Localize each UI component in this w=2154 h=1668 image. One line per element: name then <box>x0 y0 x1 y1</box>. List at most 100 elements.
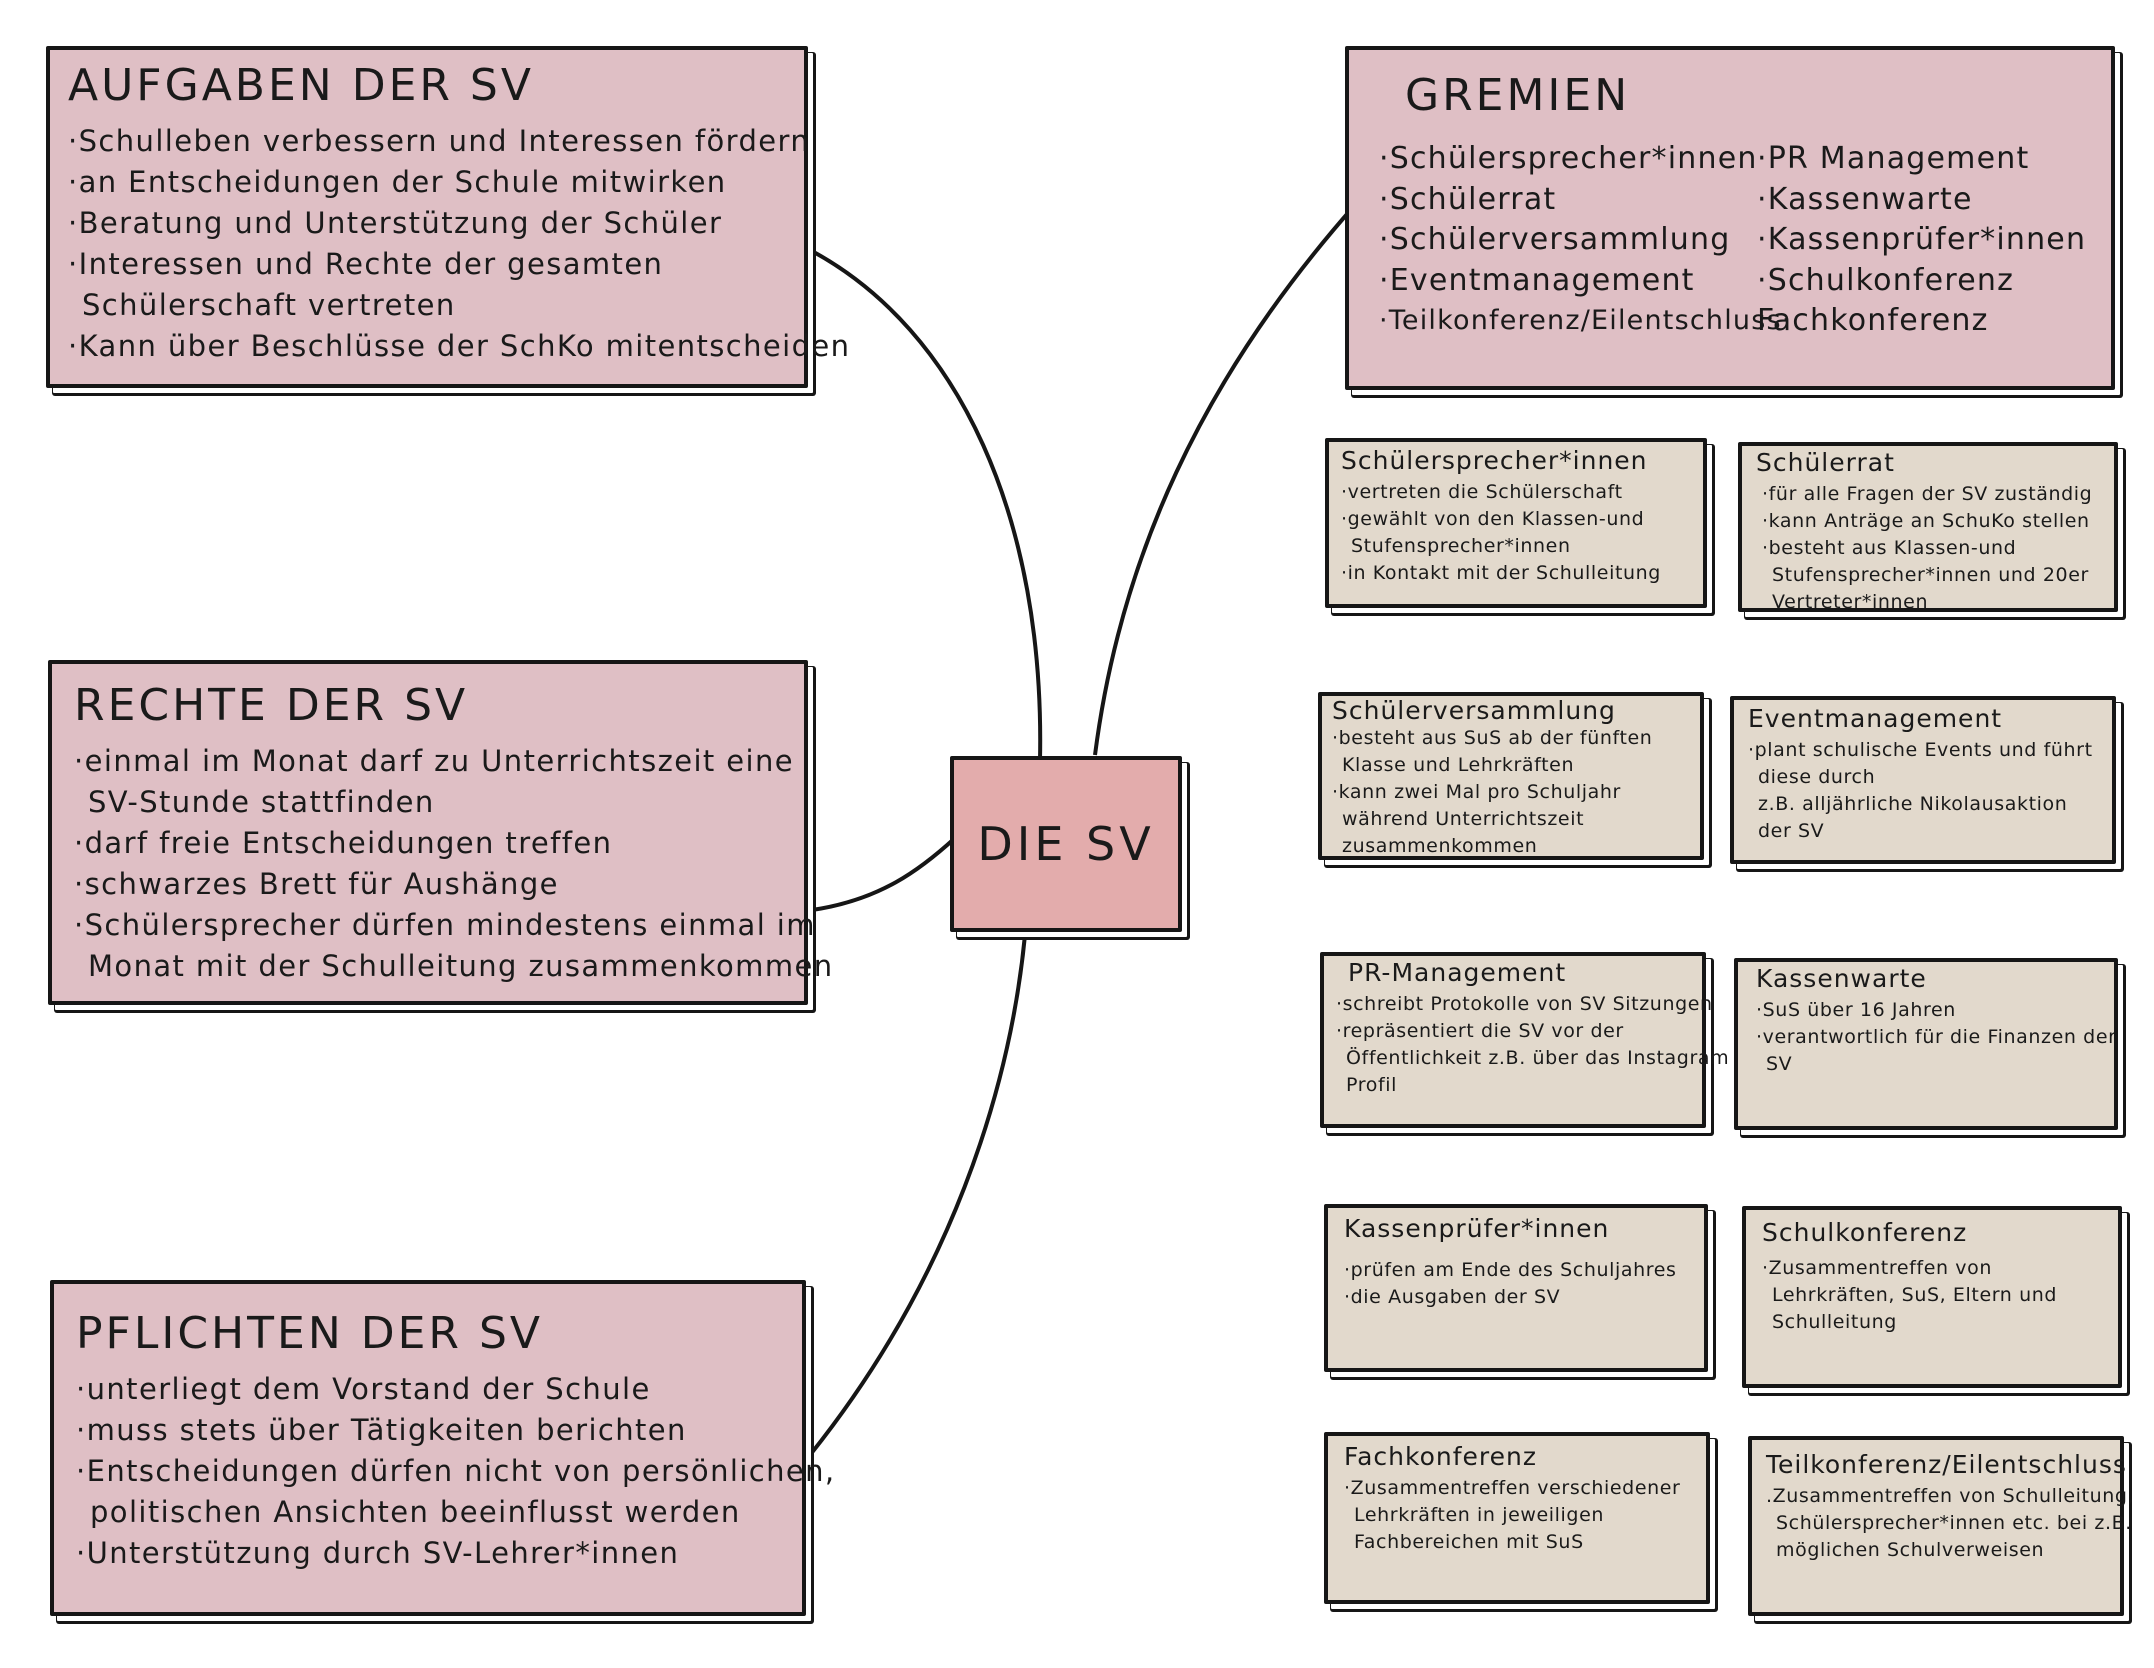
box-line: zusammenkommen <box>1342 835 1538 857</box>
box-title: Schulkonferenz <box>1762 1218 1968 1247</box>
box-line: ·SuS über 16 Jahren <box>1756 999 1956 1021</box>
connector-pflichten <box>808 934 1027 1457</box>
center-node: DIE SV <box>950 756 1182 932</box>
pflichten-line: ·unterliegt dem Vorstand der Schule <box>76 1372 651 1406</box>
gremien-item: ·Schülersprecher*innen <box>1379 141 1758 176</box>
box-schulkonferenz: Schulkonferenz ·Zusammentreffen von Lehr… <box>1742 1206 2122 1388</box>
rechte-line: ·einmal im Monat darf zu Unterrichtszeit… <box>74 744 795 778</box>
box-list: ·prüfen am Ende des Schuljahres ·die Aus… <box>1344 1257 1688 1311</box>
aufgaben-list: ·Schulleben verbessern und Interessen fö… <box>68 121 851 367</box>
box-title: Schülersprecher*innen <box>1341 446 1648 475</box>
gremien-columns: ·Schülersprecher*innen ·Schülerrat ·Schü… <box>1349 139 2111 342</box>
aufgaben-line: ·Interessen und Rechte der gesamten <box>68 247 664 281</box>
box-line: .Zusammentreffen von Schulleitung, <box>1766 1485 2135 1507</box>
gremien-item: ·Schülerversammlung <box>1379 222 1731 257</box>
box-title: Schülerrat <box>1756 448 1895 477</box>
center-title: DIE SV <box>977 817 1155 871</box>
box-line: Öffentlichkeit z.B. über das Instagram <box>1346 1047 1730 1069</box>
rechte-line: Monat mit der Schulleitung zusammenkomme… <box>88 949 834 983</box>
aufgaben-line: ·Kann über Beschlüsse der SchKo mitentsc… <box>68 329 851 363</box>
box-line: ·in Kontakt mit der Schulleitung <box>1341 562 1661 584</box>
box-line: diese durch <box>1758 766 1876 788</box>
box-line: während Unterrichtszeit <box>1342 808 1585 830</box>
gremien-title: GREMIEN <box>1405 70 1631 121</box>
box-line: Klasse und Lehrkräften <box>1342 754 1575 776</box>
box-schuelerrat: Schülerrat ·für alle Fragen der SV zustä… <box>1738 442 2118 613</box>
gremien-card: GREMIEN ·Schülersprecher*innen ·Schülerr… <box>1345 46 2115 390</box>
box-title: Fachkonferenz <box>1344 1442 1537 1471</box>
box-line: ·besteht aus Klassen-und <box>1762 537 2017 559</box>
box-list: ·SuS über 16 Jahren ·verantwortlich für … <box>1756 997 2117 1078</box>
rechte-title: RECHTE DER SV <box>74 680 469 731</box>
box-line: ·prüfen am Ende des Schuljahres <box>1344 1259 1677 1281</box>
box-list: ·Zusammentreffen von Lehrkräften, SuS, E… <box>1762 1255 2102 1336</box>
box-title: Kassenprüfer*innen <box>1344 1214 1610 1243</box>
box-line: ·Zusammentreffen verschiedener <box>1344 1477 1681 1499</box>
rechte-line: SV-Stunde stattfinden <box>88 785 435 819</box>
connector-rechte <box>811 836 957 912</box>
pflichten-line: ·muss stets über Tätigkeiten berichten <box>76 1413 687 1447</box>
box-line: ·vertreten die Schülerschaft <box>1341 481 1623 503</box>
rechte-line: ·schwarzes Brett für Aushänge <box>74 867 559 901</box>
box-eventmanagement: Eventmanagement ·plant schulische Events… <box>1730 696 2116 864</box>
aufgaben-title: AUFGABEN DER SV <box>68 60 534 111</box>
pflichten-card: PFLICHTEN DER SV ·unterliegt dem Vorstan… <box>50 1280 836 1616</box>
box-line: Stufensprecher*innen und 20er <box>1772 564 2089 586</box>
box-line: Fachbereichen mit SuS <box>1354 1531 1584 1553</box>
box-line: ·für alle Fragen der SV zuständig <box>1762 483 2093 505</box>
box-line: ·kann zwei Mal pro Schuljahr <box>1332 781 1621 803</box>
box-line: Lehrkräften, SuS, Eltern und <box>1772 1284 2058 1306</box>
box-line: der SV <box>1758 820 1825 842</box>
box-line: ·verantwortlich für die Finanzen der <box>1756 1026 2117 1048</box>
gremien-item: ·Kassenwarte <box>1757 181 1973 217</box>
rechte-line: ·Schülersprecher dürfen mindestens einma… <box>74 908 816 942</box>
pflichten-list: ·unterliegt dem Vorstand der Schule ·mus… <box>76 1369 836 1574</box>
gremien-item: ·Kassenprüfer*innen <box>1757 222 2087 257</box>
box-line: Schülersprecher*innen etc. bei z.B. <box>1776 1512 2132 1534</box>
box-line: ·die Ausgaben der SV <box>1344 1286 1561 1308</box>
box-line: Vertreter*innen <box>1772 591 1929 613</box>
box-line: Profil <box>1346 1074 1397 1096</box>
aufgaben-line: ·Schulleben verbessern und Interessen fö… <box>68 124 811 158</box>
box-title: PR-Management <box>1348 958 1567 987</box>
rechte-card: RECHTE DER SV ·einmal im Monat darf zu U… <box>48 660 834 1005</box>
box-line: ·besteht aus SuS ab der fünften <box>1332 727 1653 749</box>
pflichten-title: PFLICHTEN DER SV <box>76 1308 543 1359</box>
gremien-item: ·PR Management <box>1757 141 2030 176</box>
box-line: Lehrkräften in jeweiligen <box>1354 1504 1605 1526</box>
box-line: möglichen Schulverweisen <box>1776 1539 2045 1561</box>
box-schuelerversammlung: Schülerversammlung ·besteht aus SuS ab d… <box>1318 692 1704 860</box>
box-title: Kassenwarte <box>1756 964 1927 993</box>
box-line: z.B. alljährliche Nikolausaktion <box>1758 793 2068 815</box>
pflichten-line: ·Unterstützung durch SV-Lehrer*innen <box>76 1536 680 1570</box>
box-fachkonferenz: Fachkonferenz ·Zusammentreffen verschied… <box>1324 1432 1710 1604</box>
box-list: ·Zusammentreffen verschiedener Lehrkräft… <box>1344 1475 1690 1556</box>
connector-gremien <box>1093 203 1357 756</box>
box-list: ·für alle Fragen der SV zuständig ·kann … <box>1756 481 2100 616</box>
box-list: ·besteht aus SuS ab der fünften Klasse u… <box>1332 725 1690 860</box>
box-list: ·schreibt Protokolle von SV Sitzungen ·r… <box>1336 991 1730 1099</box>
gremien-item: ·Teilkonferenz/Eilentschluss· <box>1379 305 1792 336</box>
box-line: ·schreibt Protokolle von SV Sitzungen <box>1336 993 1713 1015</box>
aufgaben-line: ·Beratung und Unterstützung der Schüler <box>68 206 723 240</box>
box-kassenpruefer: Kassenprüfer*innen ·prüfen am Ende des S… <box>1324 1204 1708 1372</box>
aufgaben-card: AUFGABEN DER SV ·Schulleben verbessern u… <box>46 46 851 388</box>
box-line: SV <box>1766 1053 1793 1075</box>
box-line: ·kann Anträge an SchuKo stellen <box>1762 510 2090 532</box>
box-title: Teilkonferenz/Eilentschluss <box>1766 1450 2127 1479</box>
connector-aufgaben <box>809 248 1043 761</box>
box-schuelersprecher: Schülersprecher*innen ·vertreten die Sch… <box>1325 438 1707 608</box>
aufgaben-line: ·an Entscheidungen der Schule mitwirken <box>68 165 727 199</box>
gremien-right-list: ·PR Management ·Kassenwarte ·Kassenprüfe… <box>1757 139 2086 342</box>
box-title: Eventmanagement <box>1748 704 2003 733</box>
aufgaben-line: Schülerschaft vertreten <box>82 288 456 322</box>
pflichten-line: ·Entscheidungen dürfen nicht von persönl… <box>76 1454 836 1488</box>
pflichten-line: politischen Ansichten beeinflusst werden <box>90 1495 741 1529</box>
box-list: ·plant schulische Events und führt diese… <box>1748 737 2098 845</box>
box-teilkonferenz: Teilkonferenz/Eilentschluss .Zusammentre… <box>1748 1436 2135 1616</box>
box-line: ·Zusammentreffen von <box>1762 1257 1992 1279</box>
gremien-left-list: ·Schülersprecher*innen ·Schülerrat ·Schü… <box>1379 139 1792 342</box>
box-line: ·gewählt von den Klassen-und <box>1341 508 1645 530</box>
gremien-item: ·Eventmanagement <box>1379 262 1695 298</box>
